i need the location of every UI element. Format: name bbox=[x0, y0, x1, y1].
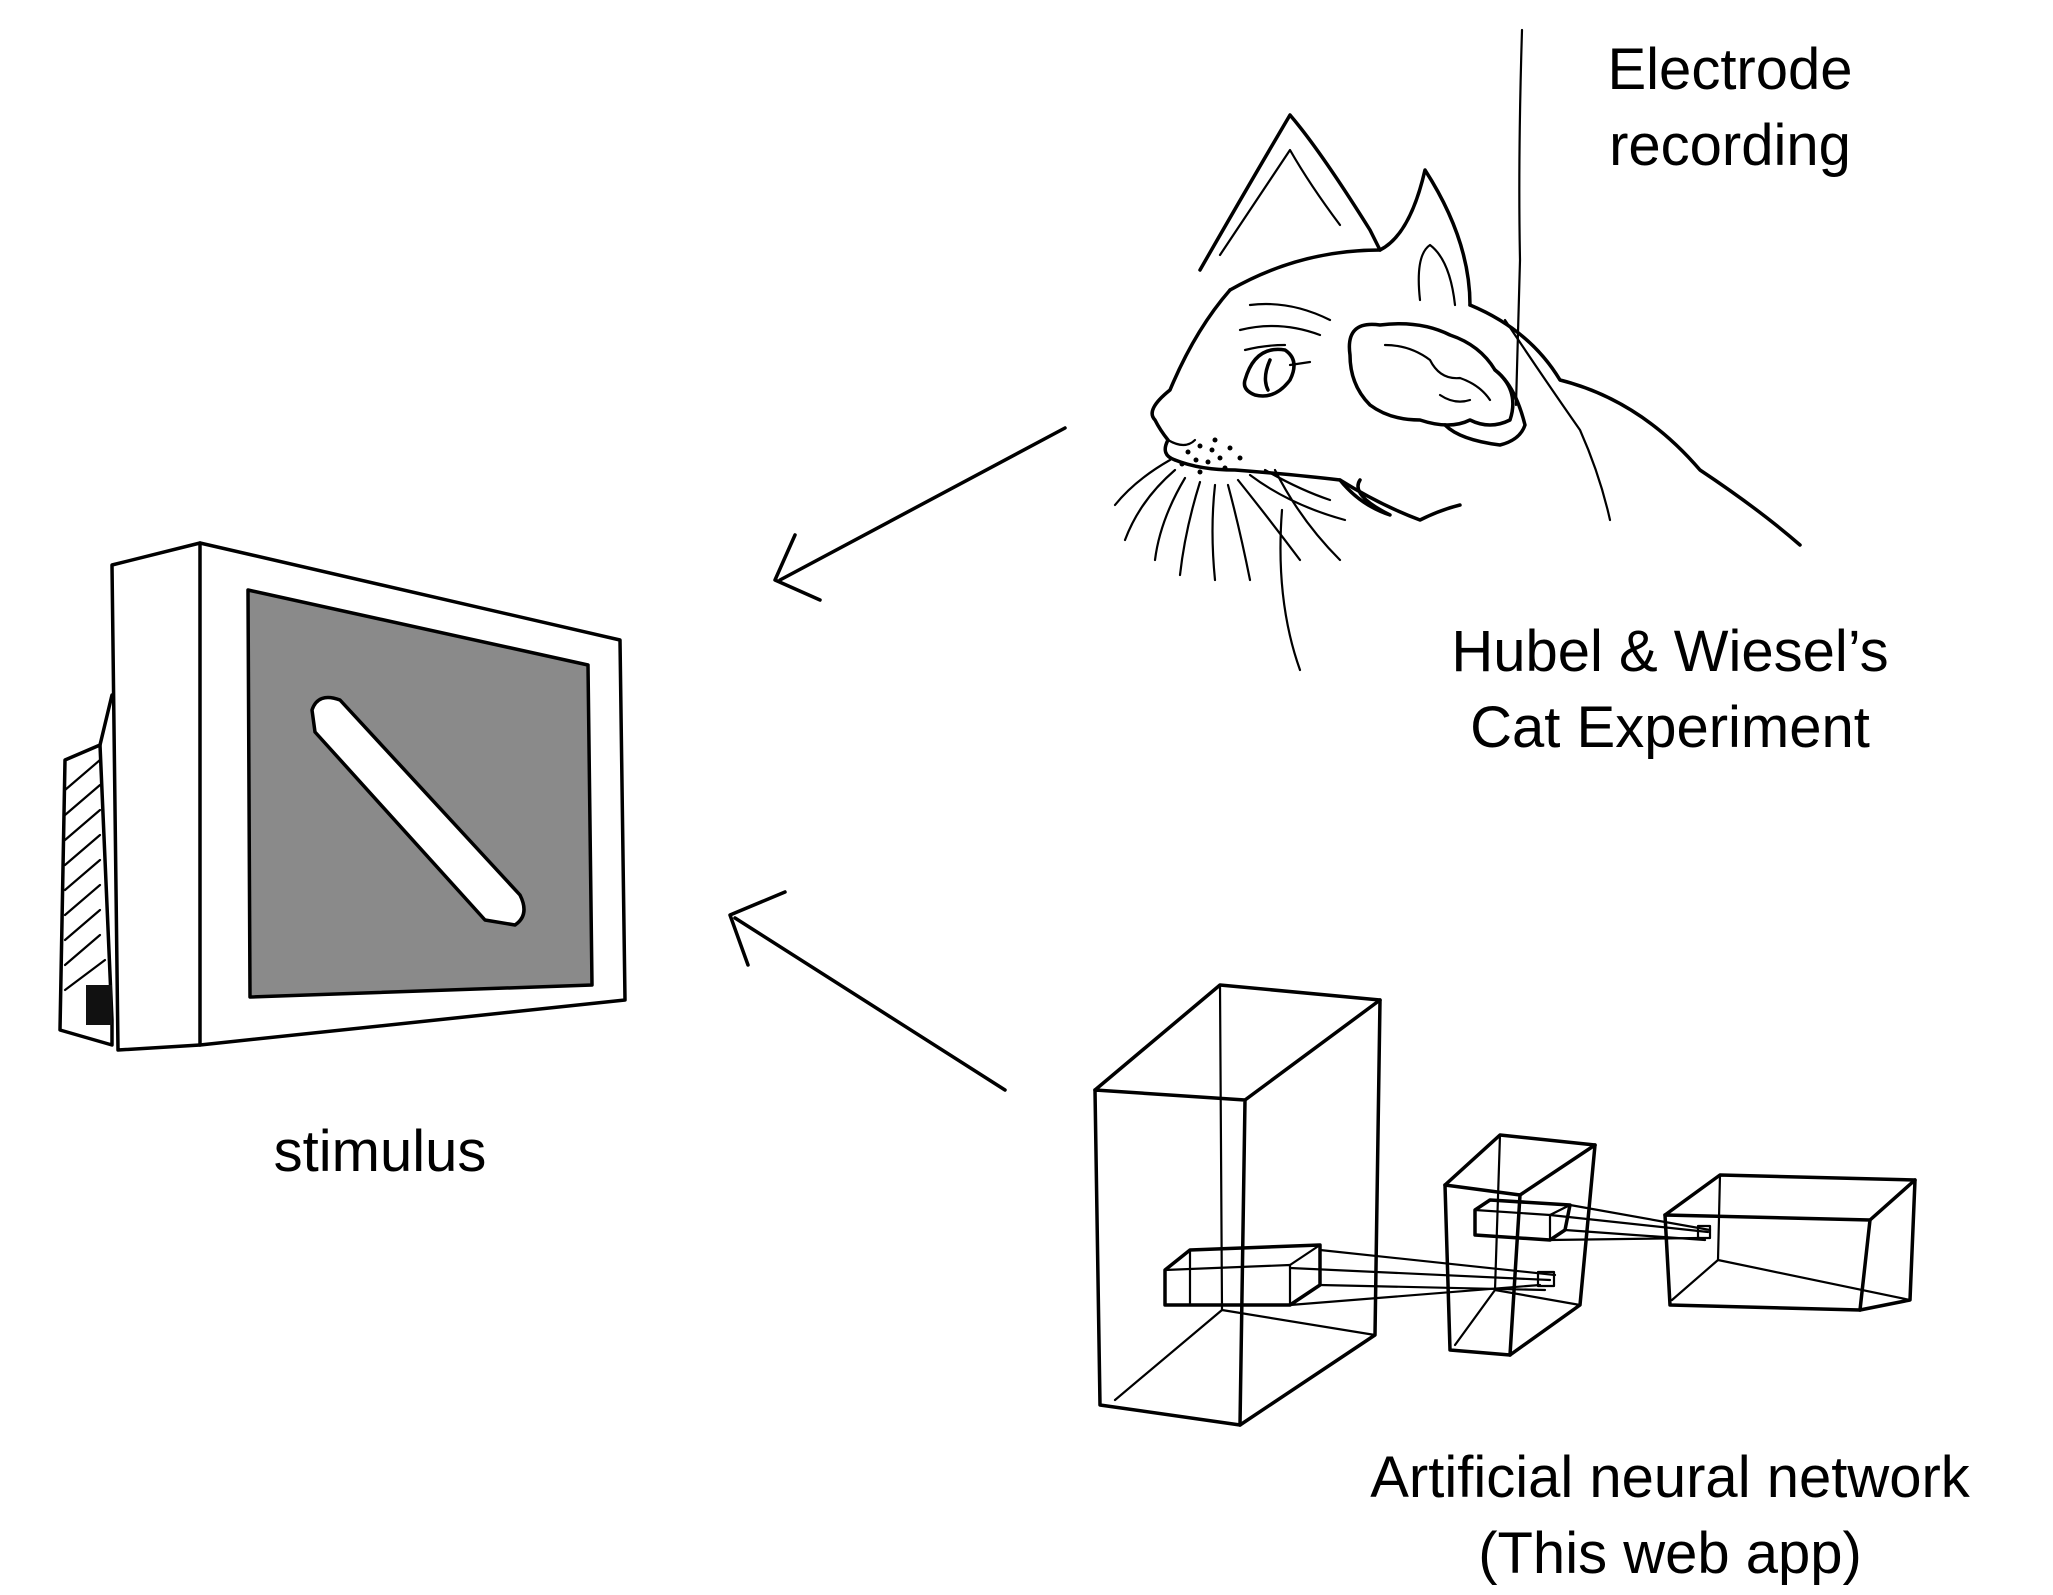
nn-kernel-1 bbox=[1163, 1243, 1557, 1307]
electrode-icon bbox=[1514, 28, 1524, 407]
hubel-label-line-2: Cat Experiment bbox=[1470, 695, 1870, 760]
arrow-icon bbox=[728, 426, 1067, 1092]
nn-layer-1 bbox=[1093, 983, 1382, 1427]
cat-head-icon bbox=[1113, 113, 1802, 672]
monitor-icon bbox=[58, 541, 627, 1052]
electrode-label-line-1: Electrode bbox=[1607, 37, 1853, 102]
ann-label: Artificial neural network (This web app) bbox=[1290, 1440, 2050, 1592]
stimulus-bar bbox=[310, 695, 526, 927]
electrode-label: Electrode recording bbox=[1540, 32, 1920, 184]
stimulus-label-text: stimulus bbox=[273, 1119, 487, 1184]
hubel-wiesel-label: Hubel & Wiesel’s Cat Experiment bbox=[1380, 614, 1960, 766]
ann-label-line-1: Artificial neural network bbox=[1370, 1445, 1970, 1510]
ann-label-line-2: (This web app) bbox=[1478, 1521, 1862, 1586]
neural-network-icon bbox=[1093, 983, 1917, 1427]
hubel-label-line-1: Hubel & Wiesel’s bbox=[1451, 619, 1889, 684]
electrode-label-line-2: recording bbox=[1609, 113, 1851, 178]
nn-layer-3 bbox=[1663, 1173, 1917, 1312]
nn-kernel-2 bbox=[1473, 1198, 1712, 1242]
nn-layer-2 bbox=[1443, 1133, 1597, 1357]
stimulus-label: stimulus bbox=[220, 1114, 540, 1190]
